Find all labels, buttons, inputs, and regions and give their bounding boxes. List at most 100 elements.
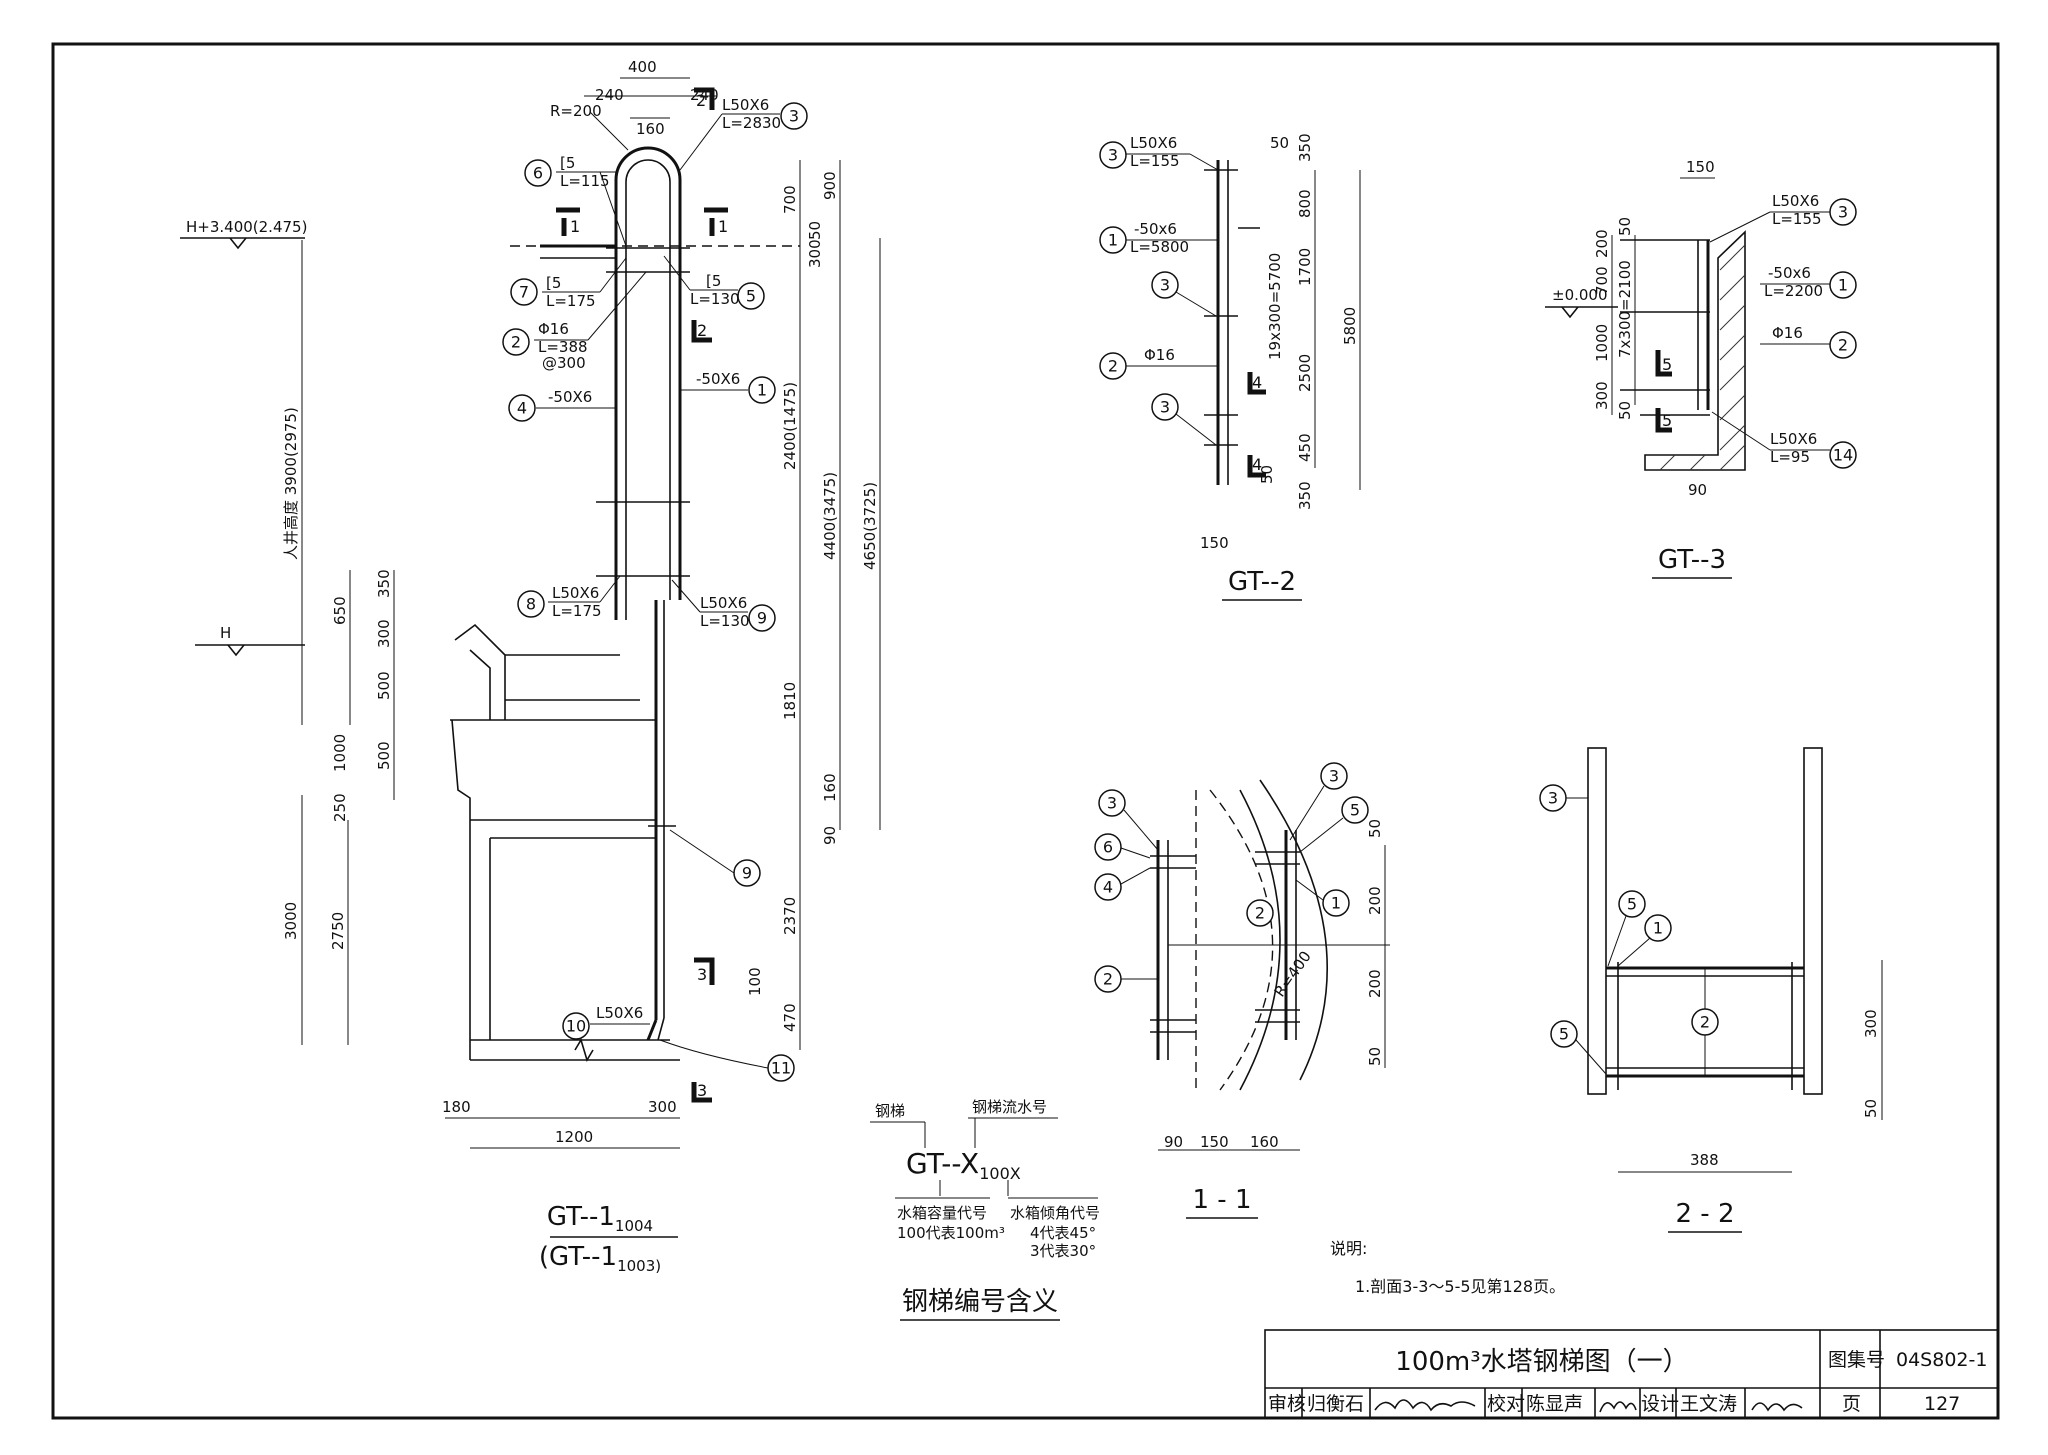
svg-text:3: 3 xyxy=(1108,146,1118,165)
gt1-ld-250: 250 xyxy=(331,793,349,822)
sec22-callout-2: 2 xyxy=(1691,1008,1719,1036)
svg-text:L=175: L=175 xyxy=(552,602,602,620)
sec11-callout-3b: 3 xyxy=(1289,762,1348,841)
gt3-d-7x300: 7x300=2100 xyxy=(1616,260,1634,358)
gt1-level-h-tri xyxy=(227,644,245,657)
sec11-d-150: 150 xyxy=(1200,1133,1229,1151)
sec22-callout-1: 1 xyxy=(1617,914,1672,967)
gt2-d-1700: 1700 xyxy=(1296,248,1314,286)
gt3-level: ±0.000 xyxy=(1552,286,1608,304)
gt3-d-200: 200 xyxy=(1593,229,1611,258)
gt1-callout-6: 6 [5 L=115 xyxy=(524,154,627,247)
svg-text:1: 1 xyxy=(1331,894,1341,913)
gt1-manhole-height: 人井高度 3900(2975) xyxy=(282,407,300,560)
reviewer: 归衡石 xyxy=(1307,1393,1364,1415)
svg-text:2: 2 xyxy=(1700,1013,1710,1032)
gt2-d-350a: 350 xyxy=(1296,133,1314,162)
gt1-tank-wall xyxy=(451,719,471,820)
sec11-arc-inner xyxy=(1239,789,1281,1091)
view-gt1: H+3.400(2.475) H 人井高度 3900(2975) 650 350… xyxy=(180,58,881,1275)
gt2-d-450: 450 xyxy=(1296,433,1314,462)
legend-bottom-left-2: 100代表100m³ xyxy=(897,1224,1005,1242)
gt1-rd-470: 470 xyxy=(781,1003,799,1032)
svg-text:L=2200: L=2200 xyxy=(1764,282,1823,300)
svg-text:4: 4 xyxy=(517,399,527,418)
gt1-ladder-outer xyxy=(614,146,682,182)
atlas-no: 04S802-1 xyxy=(1896,1349,1987,1371)
svg-text:3: 3 xyxy=(1329,767,1339,786)
page-no: 127 xyxy=(1924,1393,1960,1415)
svg-text:8: 8 xyxy=(526,595,536,614)
gt1-sec-mark-3t xyxy=(694,957,715,985)
gt1-rd-1810: 1810 xyxy=(781,682,799,720)
sec11-d-200b: 200 xyxy=(1366,969,1384,998)
gt3-sec-a: 5 xyxy=(1662,355,1672,374)
svg-text:14: 14 xyxy=(1833,446,1853,465)
gt1-rail-foot-inner xyxy=(657,1017,665,1041)
gt1-callout-9a: 9 L50X6 L=130 xyxy=(671,579,776,632)
svg-text:2: 2 xyxy=(1103,970,1113,989)
svg-text:2: 2 xyxy=(1108,357,1118,376)
svg-text:L50X6: L50X6 xyxy=(1130,134,1177,152)
svg-text:L=388: L=388 xyxy=(538,338,588,356)
gt1-sec-3b: 3 xyxy=(697,1081,707,1100)
gt2-d-5800: 5800 xyxy=(1341,307,1359,345)
svg-text:3: 3 xyxy=(1160,276,1170,295)
gt1-callout-4: 4 -50X6 xyxy=(508,388,616,422)
gt2-d-800: 800 xyxy=(1296,189,1314,218)
legend-bottom-right-1: 水箱倾角代号 xyxy=(1010,1204,1100,1222)
gt3-d-700: 700 xyxy=(1593,266,1611,295)
check-label: 校对 xyxy=(1487,1393,1525,1415)
gt1-sec-2b: 2 xyxy=(697,321,707,340)
designer-signature xyxy=(1751,1402,1803,1412)
gt1-callout-5: 5 [5 L=130 xyxy=(663,255,765,310)
gt1-rd-160: 160 xyxy=(821,773,839,802)
view-gt3: ±0.000 150 200 50 700 7x300=2100 1000 30… xyxy=(1545,158,1857,579)
sec22-callout-5a: 5 xyxy=(1607,890,1646,967)
svg-text:L=155: L=155 xyxy=(1772,210,1822,228)
svg-text:L=155: L=155 xyxy=(1130,152,1180,170)
sec11-d-90: 90 xyxy=(1164,1133,1183,1151)
gt2-callout-3b: 3 xyxy=(1151,271,1217,317)
gt2-sec-mark-b xyxy=(1247,455,1266,478)
sec22-d-388: 388 xyxy=(1690,1151,1719,1169)
gt1-ld-350: 350 xyxy=(375,569,393,598)
gt1-break xyxy=(574,1038,594,1062)
gt2-callout-1: 1 -50x6 L=5800 xyxy=(1099,220,1218,256)
gt1-sec-3t: 3 xyxy=(697,965,707,984)
svg-text:9: 9 xyxy=(742,864,752,883)
legend-bottom-left-1: 水箱容量代号 xyxy=(897,1204,987,1222)
gt1-callout-8: 8 L50X6 L=175 xyxy=(517,575,621,620)
sec11-d-200a: 200 xyxy=(1366,886,1384,915)
svg-text:-50X6: -50X6 xyxy=(696,370,740,388)
svg-text:L=175: L=175 xyxy=(546,292,596,310)
svg-text:10: 10 xyxy=(566,1017,586,1036)
sec22-callout-5b: 5 xyxy=(1550,1020,1607,1075)
gt1-rd-50: 50 xyxy=(806,221,824,240)
sec11-callout-6: 6 xyxy=(1094,833,1151,861)
svg-text:5: 5 xyxy=(1559,1025,1569,1044)
svg-text:[5: [5 xyxy=(706,272,721,290)
gt1-sec-mark-3b xyxy=(691,1082,712,1103)
svg-text:1: 1 xyxy=(1108,231,1118,250)
legend-top-left: 钢梯 xyxy=(875,1102,905,1120)
gt3-callout-3: 3 L50X6 L=155 xyxy=(1709,192,1857,243)
gt1-tank-bracket-b xyxy=(469,649,491,720)
gt1-td-160: 160 xyxy=(636,120,665,138)
sec11-callout-5: 5 xyxy=(1299,796,1369,853)
gt1-callout-7: 7 [5 L=175 xyxy=(510,257,627,310)
gt3-d-300: 300 xyxy=(1593,381,1611,410)
gt1-td-240a: 240 xyxy=(595,86,624,104)
svg-text:Φ16: Φ16 xyxy=(1144,346,1175,364)
sec22-callout-3: 3 xyxy=(1539,784,1588,812)
gt1-bd-300: 300 xyxy=(648,1098,677,1116)
svg-text:5: 5 xyxy=(1627,895,1637,914)
svg-text:2: 2 xyxy=(1838,336,1848,355)
gt1-sec-mark-2t xyxy=(694,87,715,110)
svg-text:@300: @300 xyxy=(542,354,586,372)
gt2-callout-2: 2 Φ16 xyxy=(1099,346,1218,380)
gt1-level-top: H+3.400(2.475) xyxy=(186,218,307,236)
gt1-ld-2750: 2750 xyxy=(329,912,347,950)
gt1-ladder-inner xyxy=(625,159,671,183)
